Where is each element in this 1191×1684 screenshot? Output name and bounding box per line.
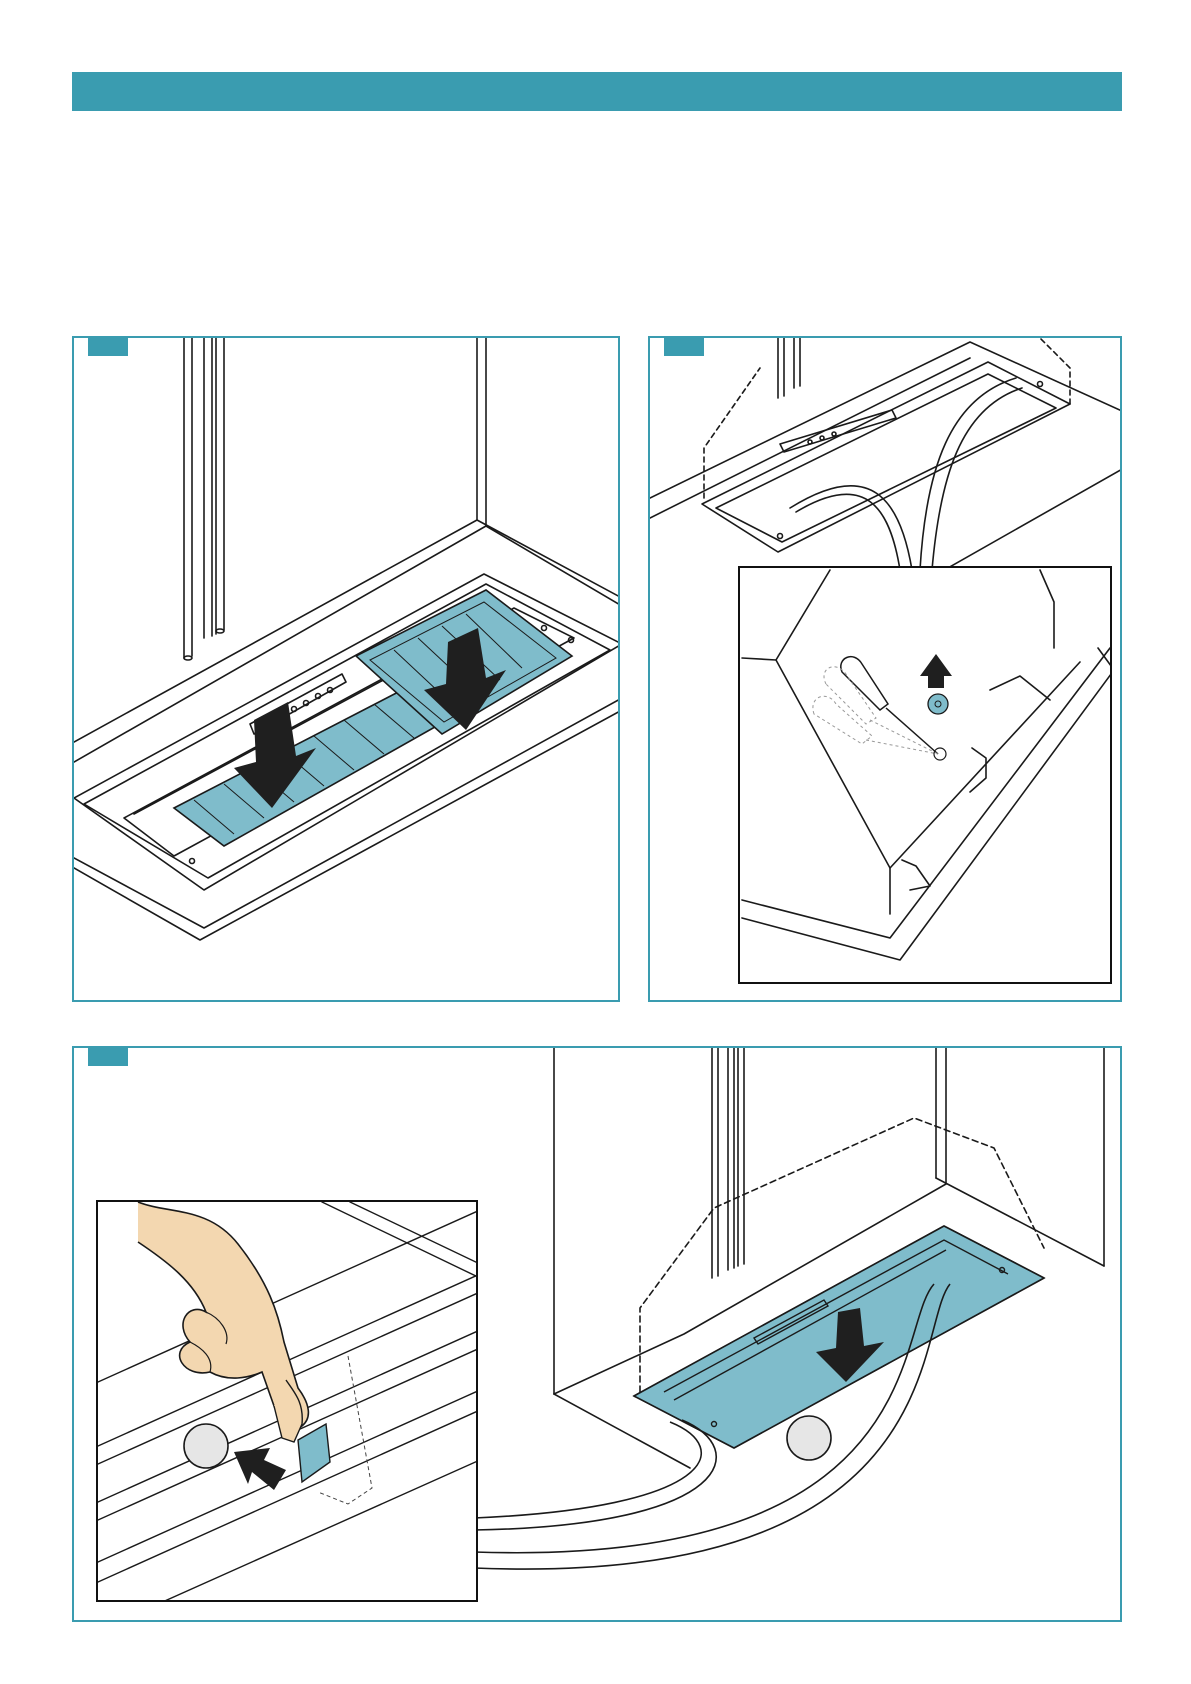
header-bar-graphic [72,72,1122,111]
step-2-panel [648,336,1122,1002]
step-3-detail-illustration [98,1202,478,1602]
step-2-detail-illustration [740,568,1112,984]
step-1-illustration [74,338,620,1002]
step-2-number-badge [664,336,704,356]
up-arrow-icon [920,654,952,688]
step-3-detail-inset [96,1200,478,1602]
step-3-panel [72,1046,1122,1622]
left-arrow-icon [234,1448,286,1490]
section-header-bar [72,72,1122,111]
filter-release-clip [298,1424,330,1482]
step-1-number-badge [88,336,128,356]
step-3-number-badge [88,1046,128,1066]
step-1-panel [72,336,620,1002]
step-2-detail-inset [738,566,1112,984]
marker-circle-icon [787,1416,831,1460]
marker-circle-icon [184,1424,228,1468]
